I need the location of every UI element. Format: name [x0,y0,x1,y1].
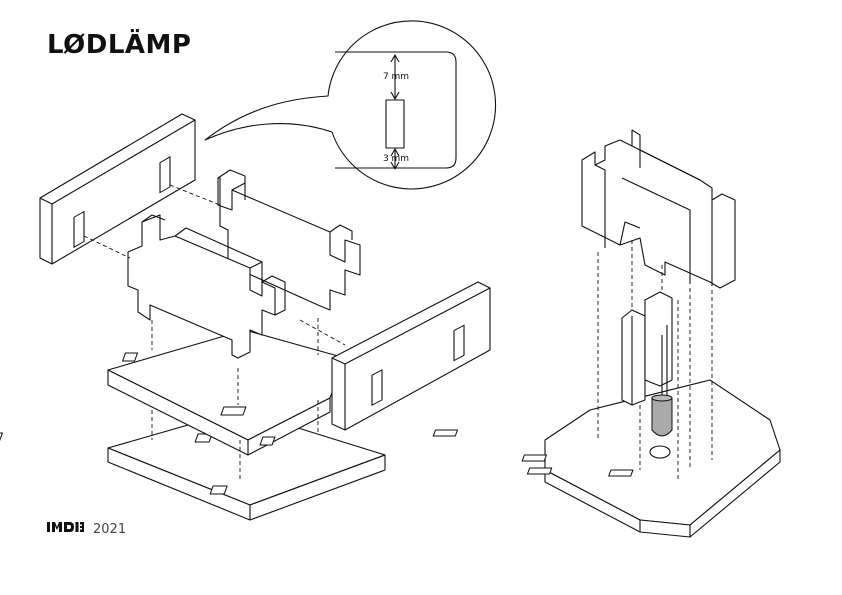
right-base-plate [432,379,781,538]
left-exploded-assembly [0,113,491,521]
led-holder [621,291,673,406]
dimension-bottom-label: 3 mm [383,154,409,164]
lamp-head [581,129,736,289]
imdib-logo-icon [47,521,85,537]
page-title: LØDLÄMP [47,30,192,60]
base-plate-bottom [0,409,386,521]
led-icon [651,325,673,437]
dimension-callout: 7 mm 3 mm [204,20,497,190]
right-exploded-assembly [432,129,781,538]
base-plate-top [107,329,346,456]
end-panel-left [39,113,196,265]
end-panel-right [331,281,491,431]
brand-footer: 2021 [47,521,126,537]
year-label: 2021 [93,521,127,537]
dimension-top-label: 7 mm [383,72,409,82]
front-crossbar [127,214,286,359]
rear-crossbar [217,169,361,311]
